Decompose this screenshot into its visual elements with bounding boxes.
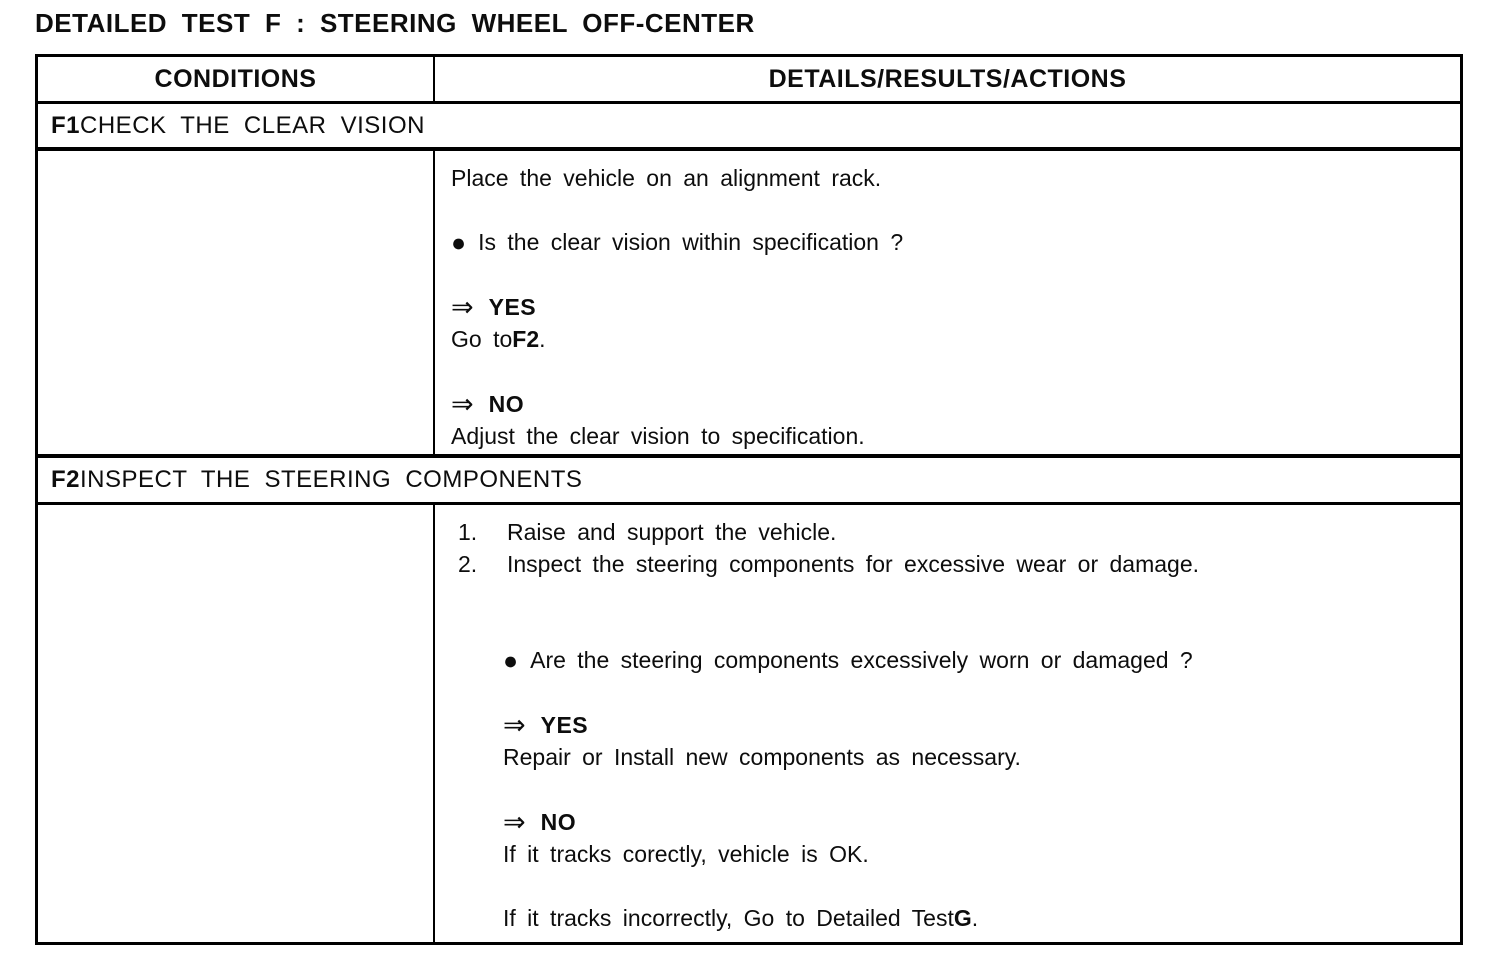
f2-no-action-2-prefix: If it tracks incorrectly, Go to Detailed…: [503, 905, 954, 931]
f1-yes-action-line: Go toF2.: [451, 323, 1446, 355]
f1-no-label: NO: [488, 391, 525, 417]
f2-details-cell: 1. Raise and support the vehicle. 2. Inspe…: [435, 505, 1460, 942]
spacer: [451, 870, 1446, 902]
section-f2-code: F2: [51, 466, 81, 493]
section-f2-heading: INSPECT THE STEERING COMPONENTS: [80, 466, 583, 493]
f1-details-cell: Place the vehicle on an alignment rack. …: [435, 151, 1460, 454]
f2-step-1-number: 1.: [458, 519, 478, 545]
spacer: [451, 580, 1446, 644]
f2-no-line: ⇒ NO: [451, 805, 1446, 838]
f2-step-2-text: Inspect the steering components for exce…: [507, 551, 1200, 577]
f1-conditions-cell: [38, 151, 435, 454]
f2-step-2: 2. Inspect the steering components for ex…: [451, 548, 1446, 580]
f2-no-label: NO: [540, 809, 577, 835]
f2-yes-action-line: Repair or Install new components as nece…: [503, 744, 1021, 770]
arrow-right-icon: ⇒: [451, 292, 474, 322]
arrow-right-icon: ⇒: [451, 389, 474, 419]
f2-no-action-2-ref: G: [953, 905, 972, 931]
column-header-details: DETAILS/RESULTS/ACTIONS: [768, 64, 1127, 93]
f2-no-action-2-suffix: .: [971, 905, 979, 931]
section-f1-heading: CHECK THE CLEAR VISION: [80, 111, 425, 139]
table-header-row: CONDITIONS DETAILS/RESULTS/ACTIONS: [38, 57, 1460, 104]
f2-step-1: 1. Raise and support the vehicle.: [451, 516, 1446, 548]
document-page: DETAILED TEST F : STEERING WHEEL OFF-CEN…: [35, 8, 1463, 945]
spacer: [451, 194, 1446, 226]
f2-yes-line: ⇒ YES: [451, 708, 1446, 741]
f2-step-2-number: 2.: [458, 551, 478, 577]
arrow-right-icon: ⇒: [503, 807, 526, 837]
f2-yes-label: YES: [540, 712, 589, 738]
bullet-icon: ●: [451, 229, 467, 257]
f2-question-text: Are the steering components excessively …: [530, 647, 1193, 673]
section-f2-body-row: 1. Raise and support the vehicle. 2. Inspe…: [38, 505, 1460, 942]
spacer: [451, 773, 1446, 805]
f1-yes-line: ⇒ YES: [451, 290, 1446, 323]
arrow-right-icon: ⇒: [503, 710, 526, 740]
column-header-conditions: CONDITIONS: [38, 57, 435, 101]
page-title: DETAILED TEST F : STEERING WHEEL OFF-CEN…: [35, 8, 755, 38]
f1-no-line: ⇒ NO: [451, 387, 1446, 420]
f2-no-action-line-2: If it tracks incorrectly, Go to Detailed…: [451, 902, 1446, 934]
spacer: [451, 676, 1446, 708]
f1-question-text: Is the clear vision within specification…: [478, 229, 904, 255]
f2-step-1-text: Raise and support the vehicle.: [507, 519, 837, 545]
section-f1-body-row: Place the vehicle on an alignment rack. …: [38, 151, 1460, 458]
f2-question-line: ● Are the steering components excessively…: [451, 644, 1446, 676]
f1-yes-label: YES: [488, 294, 537, 320]
spacer: [451, 258, 1446, 290]
section-f1-code: F1: [51, 111, 81, 139]
f1-yes-action-prefix: Go to: [451, 326, 513, 352]
f2-no-action-line-1: If it tracks corectly, vehicle is OK.: [503, 841, 869, 867]
f1-yes-action-suffix: .: [539, 326, 546, 352]
bullet-icon: ●: [503, 647, 519, 675]
f1-yes-action-ref: F2: [512, 326, 540, 352]
f1-question-line: ● Is the clear vision within specificatio…: [451, 226, 1446, 258]
spacer: [451, 355, 1446, 387]
f1-no-action-line: Adjust the clear vision to specification…: [451, 423, 865, 449]
f1-intro-line: Place the vehicle on an alignment rack.: [451, 165, 882, 191]
f2-conditions-cell: [38, 505, 435, 942]
